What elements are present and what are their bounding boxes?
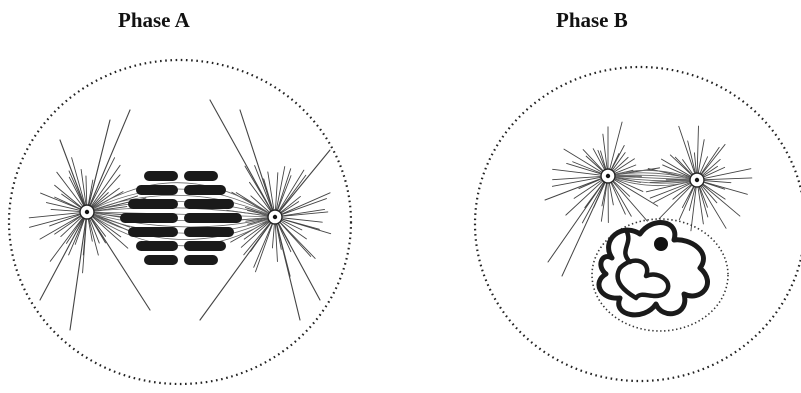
astral-ray [277,169,290,210]
chromosome [184,241,226,251]
astral-ray [670,155,691,175]
phase-a-left-centriole [80,205,94,219]
chromosome [144,255,178,265]
phase-b-left-centriole [601,169,615,183]
chromosome [120,213,178,223]
astral-ray [603,134,607,168]
long-astral-ray [548,176,608,262]
chromosome [184,255,218,265]
chromosome [184,185,226,195]
astral-ray [283,199,327,215]
phase-b-chromatin-strand [625,230,630,262]
chromosome [184,213,242,223]
astral-ray [51,209,79,211]
astral-ray [86,176,87,204]
astral-ray [702,147,720,173]
chromosome [184,199,234,209]
astral-ray [282,193,330,214]
astral-ray [705,182,748,194]
phase-b-chromatin [599,223,708,315]
chromosome [136,241,178,251]
phase-b-nucleolus [654,237,668,251]
long-astral-ray [275,217,320,300]
phase-b-left-aster [545,122,660,276]
astral-ray [659,186,691,219]
long-astral-ray [70,212,87,330]
phase-a-cell [9,60,351,384]
phase-b-right-centriole [690,173,704,187]
astral-ray [705,181,731,183]
phase-b-chromatin-inner [618,261,669,298]
chromosome [128,227,178,237]
astral-ray [283,219,331,233]
chromosome [128,199,178,209]
chromosome [184,171,218,181]
chromosome [184,227,234,237]
phase-a-chromosomes [120,171,242,265]
astral-ray [703,185,740,216]
long-astral-ray [275,217,300,320]
phase-b-cell-membrane [475,67,801,381]
astral-ray [272,225,274,248]
astral-ray [282,202,299,213]
phase-a-right-centriole [268,210,282,224]
astral-ray [705,183,725,190]
astral-ray [698,140,704,172]
astral-ray [275,225,277,262]
chromosome [144,171,178,181]
astral-ray [705,178,752,180]
astral-ray [50,218,82,261]
phase-b-cell [475,67,801,381]
chromosome [136,185,178,195]
astral-ray [612,146,624,169]
astral-ray [697,126,698,172]
astral-ray [29,213,79,218]
astral-ray [582,183,604,223]
